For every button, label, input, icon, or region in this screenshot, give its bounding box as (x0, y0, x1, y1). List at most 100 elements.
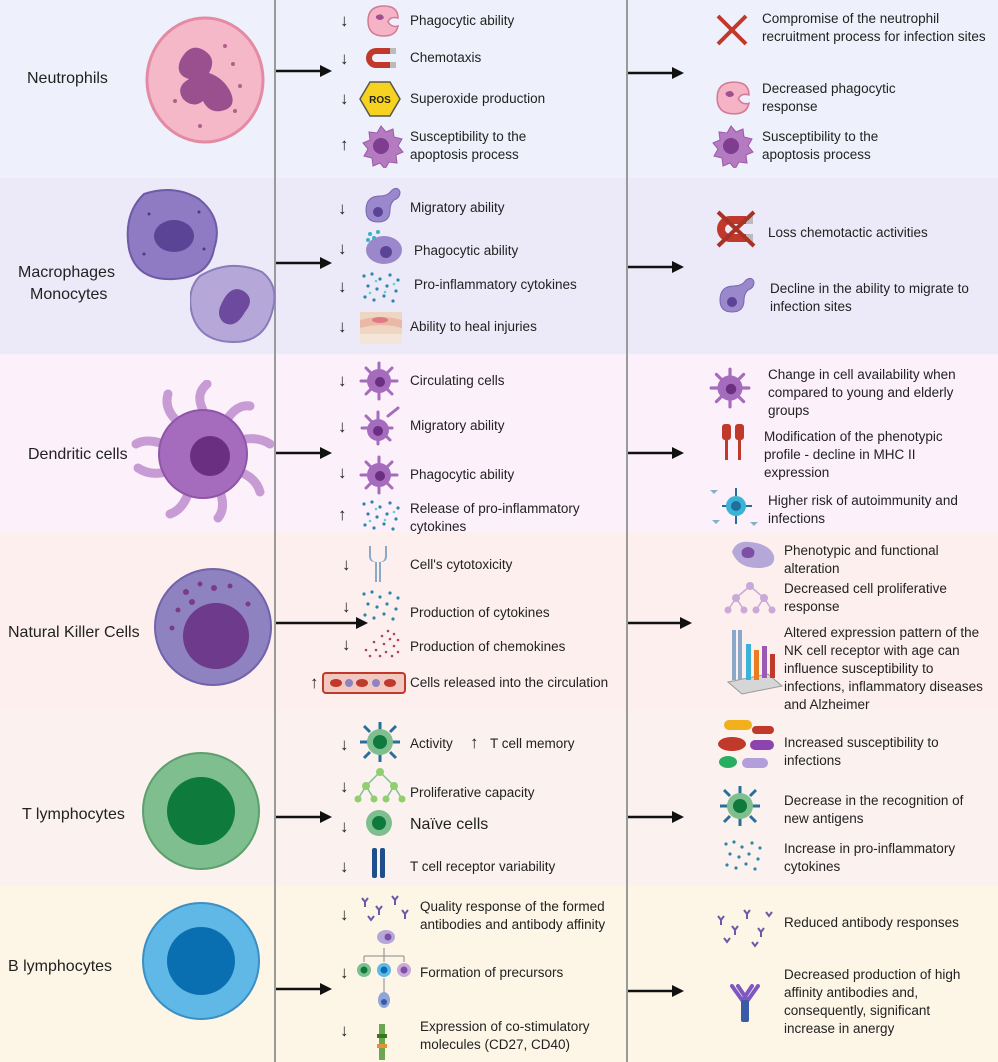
effect-text: Migratory ability (410, 200, 505, 215)
decrease-arrow: ↓ (338, 317, 347, 336)
decrease-arrow: ↓ (340, 49, 349, 68)
effect-text: T cell receptor variability (410, 859, 556, 874)
receptor-icon (366, 544, 390, 584)
decrease-arrow: ↓ (340, 735, 349, 754)
decrease-arrow: ↓ (340, 89, 349, 108)
right-arrow-icon (628, 810, 684, 824)
macrophage-phagocytosis-icon (360, 226, 406, 266)
mhc-receptor-icon (718, 422, 748, 462)
effect-text: Activity (410, 736, 453, 751)
decrease-arrow: ↓ (340, 817, 349, 836)
dendritic-small-icon (358, 360, 400, 402)
right-arrow-icon (276, 64, 332, 78)
column-divider-right (626, 0, 628, 1062)
cytokines-dots-icon (360, 498, 402, 534)
right-arrow-icon (628, 616, 692, 630)
decrease-arrow: ↓ (342, 597, 351, 616)
ros-badge-icon: ROS (358, 80, 402, 118)
ros-label: ROS (369, 95, 391, 106)
outcome-text: Decreased production of high affinity an… (784, 967, 961, 1036)
cell-type-label: Monocytes (30, 286, 108, 303)
proliferation-tree-icon (352, 766, 408, 804)
outcome-text: Phenotypic and functional alteration (784, 543, 939, 576)
migrating-cell-icon (714, 276, 758, 316)
increase-arrow: ↑ (470, 733, 479, 752)
right-arrow-icon (276, 616, 368, 630)
altered-cell-icon (726, 538, 778, 572)
effect-text: Proliferative capacity (410, 785, 535, 800)
cytokines-dots-icon (722, 838, 764, 874)
outcome-text: Higher risk of autoimmunity and infectio… (768, 493, 958, 526)
cytokines-dots-icon (360, 588, 402, 624)
effect-text: Susceptibility to the apoptosis process (410, 129, 527, 162)
decrease-arrow: ↓ (338, 371, 347, 390)
autoimmunity-cell-icon (706, 484, 760, 528)
cell-type-label: Natural Killer Cells (8, 624, 140, 641)
red-x-icon (714, 12, 750, 48)
b-cell-icon (140, 900, 262, 1022)
t-cell-icon (140, 750, 262, 872)
cell-type-label: T lymphocytes (22, 806, 125, 823)
migrating-cell-icon (360, 186, 404, 226)
magnet-icon (362, 44, 402, 72)
decrease-arrow: ↓ (340, 857, 349, 876)
increase-arrow: ↑ (340, 135, 349, 154)
effect-text: Expression of co-stimulatory molecules (… (420, 1019, 590, 1052)
dendritic-migrating-icon (358, 406, 402, 448)
outcome-text: Altered expression pattern of the NK cel… (784, 625, 983, 712)
effect-text: Pro-inflammatory cytokines (414, 277, 577, 292)
decrease-arrow: ↓ (340, 1021, 349, 1040)
outcome-text: Decreased cell proliferative response (784, 581, 947, 614)
naive-t-cell-icon (364, 808, 394, 838)
effect-text: Cells released into the circulation (410, 675, 609, 690)
outcome-text: Decrease in the recognition of new antig… (784, 793, 964, 826)
outcome-text: Susceptibility to the apoptosis process (762, 129, 879, 162)
decrease-arrow: ↓ (338, 239, 347, 258)
outcome-text: Loss chemotactic activities (768, 225, 928, 240)
decrease-arrow: ↓ (338, 463, 347, 482)
effect-text: Migratory ability (410, 418, 505, 433)
decrease-arrow: ↓ (338, 417, 347, 436)
cell-type-label: Neutrophils (27, 70, 108, 87)
effect-text: T cell memory (490, 736, 575, 751)
apoptotic-cell-icon (708, 124, 754, 168)
effect-text: Superoxide production (410, 91, 546, 106)
effect-text: Production of chemokines (410, 639, 566, 654)
right-arrow-icon (628, 260, 684, 274)
antibodies-icon (356, 894, 412, 924)
right-arrow-icon (276, 982, 332, 996)
effect-text: Naïve cells (410, 816, 489, 833)
right-arrow-icon (628, 66, 684, 80)
effect-text: Quality response of the formed antibodie… (420, 899, 606, 932)
outcome-text: Modification of the phenotypic profile -… (764, 429, 943, 480)
activated-t-cell-icon (358, 720, 402, 764)
decrease-arrow: ↓ (340, 777, 349, 796)
decrease-arrow: ↓ (342, 635, 351, 654)
effect-text: Phagocytic ability (410, 467, 515, 482)
outcome-text: Reduced antibody responses (784, 915, 959, 930)
decrease-arrow: ↓ (342, 555, 351, 574)
phagocyte-icon (710, 80, 754, 116)
effect-text: Ability to heal injuries (410, 319, 537, 334)
pathogens-icon (714, 718, 780, 772)
activated-t-cell-icon (718, 784, 762, 828)
right-arrow-icon (276, 446, 332, 460)
effect-text: Formation of precursors (420, 965, 564, 980)
macrophage-cell-icon (124, 184, 224, 284)
outcome-text: Decreased phagocytic response (762, 81, 896, 114)
dendritic-small-icon (358, 454, 400, 496)
increase-arrow: ↑ (338, 505, 347, 524)
increase-arrow: ↑ (310, 673, 319, 692)
dendritic-cell-icon (128, 380, 278, 526)
right-arrow-icon (628, 984, 684, 998)
apoptotic-cell-icon (358, 124, 404, 168)
effect-text: Phagocytic ability (410, 13, 515, 28)
decrease-arrow: ↓ (338, 277, 347, 296)
antibody-icon (728, 984, 762, 1024)
monocyte-cell-icon (190, 262, 276, 346)
effect-text: Chemotaxis (410, 50, 482, 65)
receptor-array-icon (724, 626, 784, 696)
proliferation-tree-icon (722, 580, 778, 614)
outcome-text: Decline in the ability to migrate to inf… (770, 281, 969, 314)
outcome-text: Change in cell availability when compare… (768, 367, 956, 418)
